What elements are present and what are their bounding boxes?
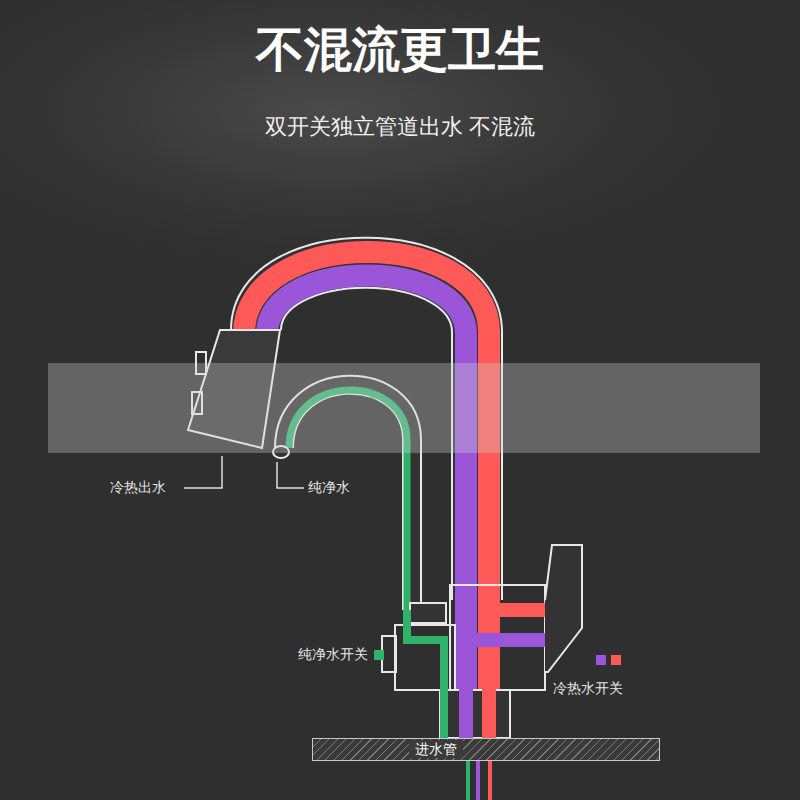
hot-water-channel	[244, 252, 489, 740]
base-collar	[440, 690, 510, 738]
cold-water-inner	[459, 590, 473, 760]
hot-water-inner	[482, 590, 496, 760]
callout-label: 纯净水	[308, 479, 350, 497]
callout-label: 纯净水开关	[298, 646, 368, 664]
watermark-band	[48, 363, 760, 453]
callout-label: 冷热出水	[110, 479, 166, 497]
color-swatch	[596, 655, 606, 665]
hot-to-handle	[496, 603, 545, 617]
mix-handle	[545, 545, 582, 672]
color-swatch	[611, 655, 621, 665]
pure-switch	[382, 636, 396, 672]
callout-label: 冷热水开关	[553, 680, 623, 698]
plate-label: 进水管	[409, 740, 463, 758]
subtitle: 双开关独立管道出水 不混流	[265, 112, 536, 142]
hot-water-inlet	[488, 755, 492, 800]
pure-lever	[410, 603, 446, 623]
leader-line	[184, 456, 222, 488]
color-swatch	[374, 650, 384, 660]
cold-water-channel	[267, 276, 466, 741]
leader-line	[277, 462, 304, 488]
inlet-plate: 进水管	[312, 738, 660, 761]
cold-to-handle	[473, 633, 545, 647]
cold-water-inlet	[476, 755, 480, 800]
title: 不混流更卫生	[256, 18, 544, 82]
pure-water-inlet	[466, 755, 470, 800]
